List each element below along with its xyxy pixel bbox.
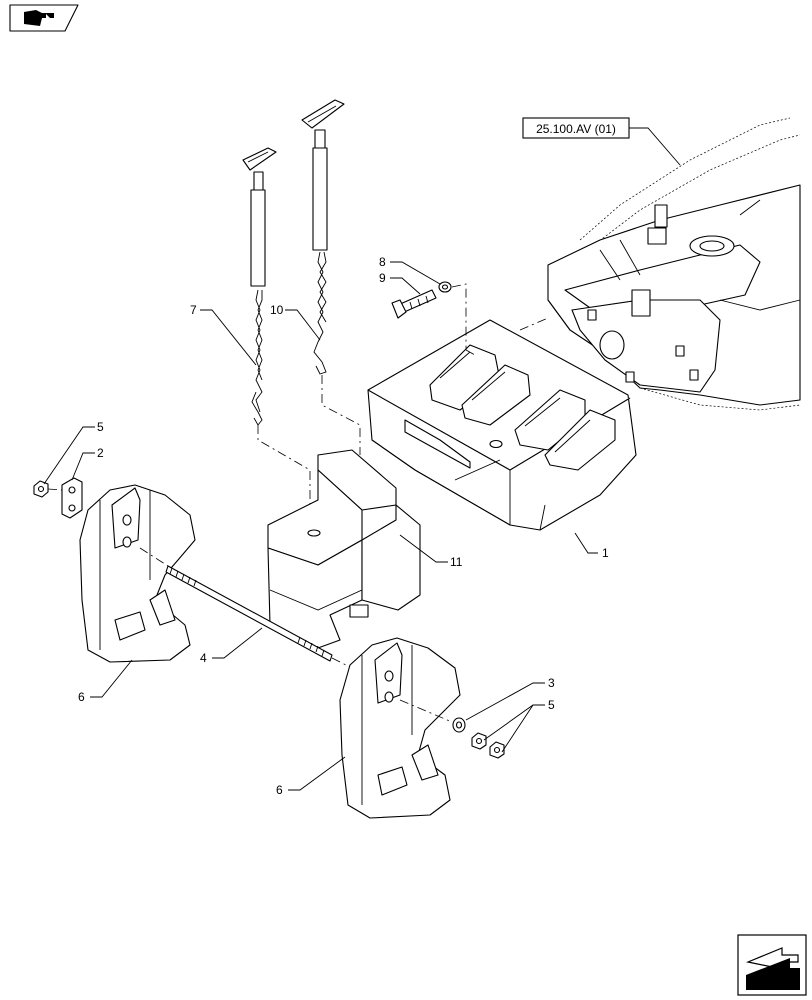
callout-6-right[interactable]: 6 <box>276 783 283 797</box>
washer-part-3 <box>452 717 466 733</box>
wheel-weight-part-6-left <box>79 484 196 663</box>
callout-10[interactable]: 10 <box>270 303 284 317</box>
callout-6-left[interactable]: 6 <box>78 690 85 704</box>
book-arrow-icon[interactable] <box>9 4 79 32</box>
callout-1[interactable]: 1 <box>602 546 609 560</box>
hitch-pin-part-10 <box>301 99 345 375</box>
wheel-weight-part-6-right <box>339 637 461 819</box>
callout-11[interactable]: 11 <box>450 555 463 569</box>
callout-5-left[interactable]: 5 <box>97 420 104 434</box>
reference-label: 25.100.AV (01) <box>536 122 616 136</box>
callout-4[interactable]: 4 <box>200 651 207 665</box>
callout-2[interactable]: 2 <box>97 446 104 460</box>
callout-5-right[interactable]: 5 <box>548 698 555 712</box>
nut-part-5-right-a <box>471 732 487 750</box>
washer-plate-part-2 <box>61 477 83 519</box>
threaded-rod-part-4 <box>165 565 333 662</box>
nut-part-5-right-b <box>489 741 505 759</box>
callout-3[interactable]: 3 <box>548 676 555 690</box>
callout-7[interactable]: 7 <box>190 303 197 317</box>
leader-lines <box>43 261 598 791</box>
hitch-pin-part-7 <box>242 147 277 426</box>
reference-label-box[interactable]: 25.100.AV (01) <box>522 117 630 139</box>
tractor-front-frame <box>547 117 801 411</box>
weight-carrier-part-1 <box>367 319 637 531</box>
callout-8[interactable]: 8 <box>379 255 386 269</box>
callout-9[interactable]: 9 <box>379 271 386 285</box>
bracket-part-11 <box>267 449 421 649</box>
nut-part-5-left <box>33 480 49 498</box>
washer-part-8 <box>438 281 452 293</box>
next-page-arrow-icon[interactable] <box>737 934 807 996</box>
bolt-part-9 <box>391 289 437 319</box>
